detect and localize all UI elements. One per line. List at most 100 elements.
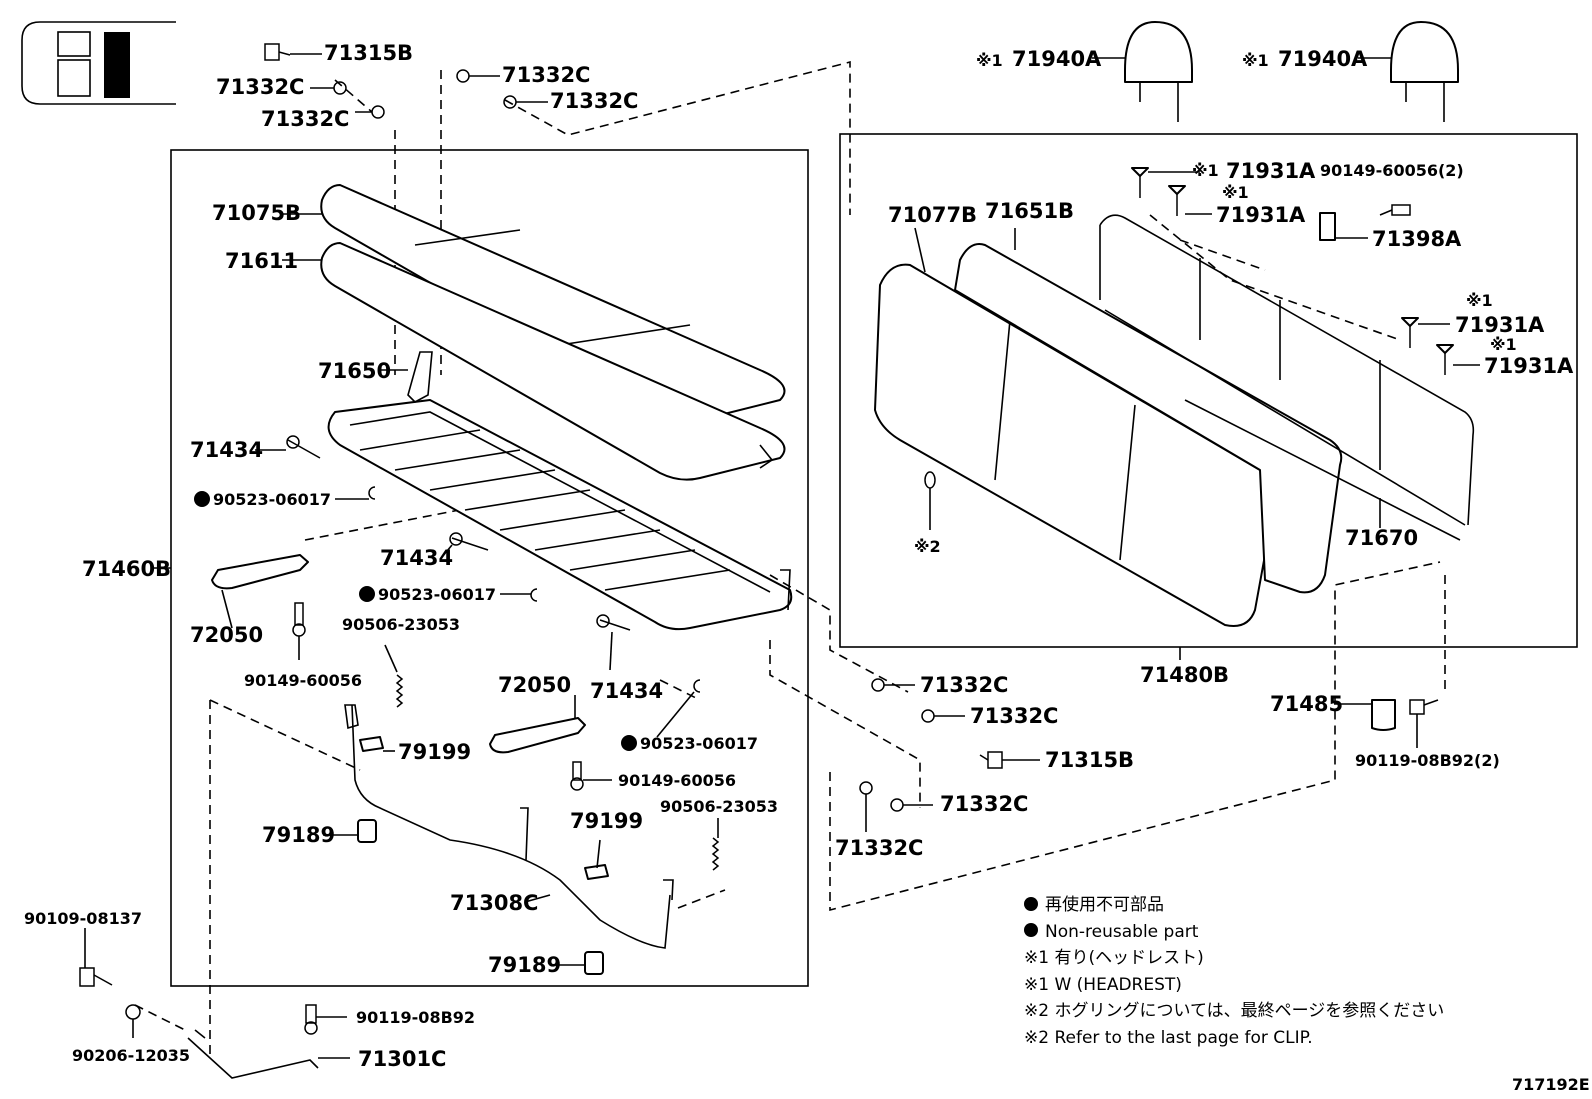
label-71332C-d: 71332C bbox=[550, 89, 638, 113]
mark2-clip: ※2 bbox=[914, 537, 941, 556]
label-90523-c: 90523-06017 bbox=[640, 734, 758, 753]
bolt-71434-c bbox=[596, 614, 631, 631]
vehicle-locator-icon bbox=[21, 21, 176, 105]
label-71650: 71650 bbox=[318, 359, 391, 383]
label-90523-a: 90523-06017 bbox=[213, 490, 331, 509]
label-79199-b: 79199 bbox=[570, 809, 643, 833]
label-79189-a: 79189 bbox=[262, 823, 335, 847]
bushing-79189-a bbox=[357, 819, 377, 843]
label-71670: 71670 bbox=[1345, 526, 1418, 550]
label-71611: 71611 bbox=[225, 249, 298, 273]
washer-90206 bbox=[125, 1004, 141, 1020]
strap-72050-a bbox=[211, 554, 309, 590]
label-90149-b: 90149-60056 bbox=[618, 771, 736, 790]
headrest-71940A-b bbox=[1390, 21, 1459, 122]
label-71332C-g: 71332C bbox=[940, 792, 1028, 816]
washer-71332C-c bbox=[456, 69, 470, 83]
rod-71308C bbox=[344, 704, 674, 949]
mark1-71940A-b: ※1 bbox=[1242, 51, 1269, 70]
label-90149-c: 90149-60056(2) bbox=[1320, 161, 1464, 180]
bolt-90119-a bbox=[304, 1004, 318, 1035]
label-72050-b: 72050 bbox=[498, 673, 571, 697]
bracket-71398A bbox=[1319, 212, 1336, 241]
seatback-frame-71670 bbox=[1099, 214, 1475, 541]
clip-90523-b bbox=[530, 588, 538, 602]
label-71651B: 71651B bbox=[985, 199, 1074, 223]
label-71940A-b: 71940A bbox=[1278, 47, 1368, 71]
label-71332C-h: 71332C bbox=[835, 836, 923, 860]
seatback-cover-71651B bbox=[954, 243, 1343, 594]
mark1-71931A-c: ※1 bbox=[1466, 291, 1493, 310]
washer-71332C-b bbox=[371, 105, 385, 119]
label-71931A-d: 71931A bbox=[1484, 354, 1574, 378]
strap-72050-b bbox=[489, 717, 586, 754]
label-71434-c: 71434 bbox=[590, 679, 663, 703]
spring-90506-b bbox=[711, 837, 720, 871]
bolt-90149-a bbox=[292, 602, 306, 637]
callout-labels: 71315B 71332C 71332C 71332C 71332C 71075… bbox=[24, 41, 1574, 1071]
leader-lines bbox=[84, 53, 1480, 1059]
legend-note2-en: ※2 Refer to the last page for CLIP. bbox=[1024, 1028, 1313, 1048]
cover-71485 bbox=[1371, 699, 1396, 731]
label-71077B: 71077B bbox=[888, 203, 977, 227]
legend-note2-jp: ※2 ホグリングについては、最終ページを参照ください bbox=[1024, 1001, 1444, 1021]
label-71308C: 71308C bbox=[450, 891, 538, 915]
non-reusable-marker-b bbox=[359, 586, 375, 602]
diagram-id: 717192E bbox=[1512, 1075, 1590, 1094]
label-71434-a: 71434 bbox=[190, 438, 263, 462]
label-71931A-a: 71931A bbox=[1226, 159, 1316, 183]
non-reusable-marker-a bbox=[194, 491, 210, 507]
cushion-pad-71611 bbox=[320, 242, 786, 481]
legend: 再使用不可部品 Non-reusable part ※1 有り(ヘッドレスト) … bbox=[1024, 894, 1444, 1048]
legend-non-reusable-en: Non-reusable part bbox=[1045, 922, 1199, 942]
bolt-90119-b bbox=[1409, 699, 1439, 715]
label-90506-b: 90506-23053 bbox=[660, 797, 778, 816]
washer-71332C-f bbox=[921, 709, 935, 723]
assembly-lines bbox=[134, 60, 1446, 1058]
mark1-71931A-d: ※1 bbox=[1490, 335, 1517, 354]
clip-79199-b bbox=[584, 864, 609, 880]
washer-71332C-h bbox=[890, 798, 904, 812]
hog-ring-clip bbox=[924, 471, 936, 489]
label-71075B: 71075B bbox=[212, 201, 301, 225]
label-71940A-a: 71940A bbox=[1012, 47, 1102, 71]
label-72050-a: 72050 bbox=[190, 623, 263, 647]
label-71332C-c: 71332C bbox=[502, 63, 590, 87]
cushion-frame-71650 bbox=[327, 351, 793, 631]
washer-71332C-g bbox=[859, 781, 873, 795]
headrest-71940A-a bbox=[1124, 21, 1193, 122]
bolt-71315B-top bbox=[264, 43, 291, 61]
legend-marker-jp bbox=[1024, 897, 1038, 911]
bolt-71434-a bbox=[286, 435, 321, 459]
spring-90506-a bbox=[395, 674, 404, 708]
label-71485: 71485 bbox=[1270, 692, 1343, 716]
label-90109: 90109-08137 bbox=[24, 909, 142, 928]
clip-71931A-a bbox=[1131, 167, 1149, 198]
clip-90523-a bbox=[368, 486, 376, 500]
bracket-71301C bbox=[187, 1029, 319, 1079]
label-71931A-c: 71931A bbox=[1455, 313, 1545, 337]
washer-71332C-e bbox=[871, 678, 885, 692]
bolt-90149-b bbox=[570, 761, 584, 791]
label-71480B: 71480B bbox=[1140, 663, 1229, 687]
label-71931A-b: 71931A bbox=[1216, 203, 1306, 227]
clip-79199-a bbox=[359, 736, 384, 752]
non-reusable-marker-c bbox=[621, 735, 637, 751]
label-71434-b: 71434 bbox=[380, 546, 453, 570]
label-71332C-e: 71332C bbox=[920, 673, 1008, 697]
label-90206: 90206-12035 bbox=[72, 1046, 190, 1065]
label-71315B-top: 71315B bbox=[324, 41, 413, 65]
label-90523-b: 90523-06017 bbox=[378, 585, 496, 604]
bushing-79189-b bbox=[584, 951, 604, 975]
legend-non-reusable-jp: 再使用不可部品 bbox=[1045, 894, 1164, 915]
label-90119-a: 90119-08B92 bbox=[356, 1008, 475, 1027]
label-71301C: 71301C bbox=[358, 1047, 446, 1071]
clip-90523-c bbox=[693, 679, 701, 693]
seatback-pad-71077B bbox=[874, 263, 1277, 627]
seat-back-box bbox=[839, 133, 1578, 648]
label-71398A: 71398A bbox=[1372, 227, 1462, 251]
label-90506-a: 90506-23053 bbox=[342, 615, 460, 634]
label-79199-a: 79199 bbox=[398, 740, 471, 764]
